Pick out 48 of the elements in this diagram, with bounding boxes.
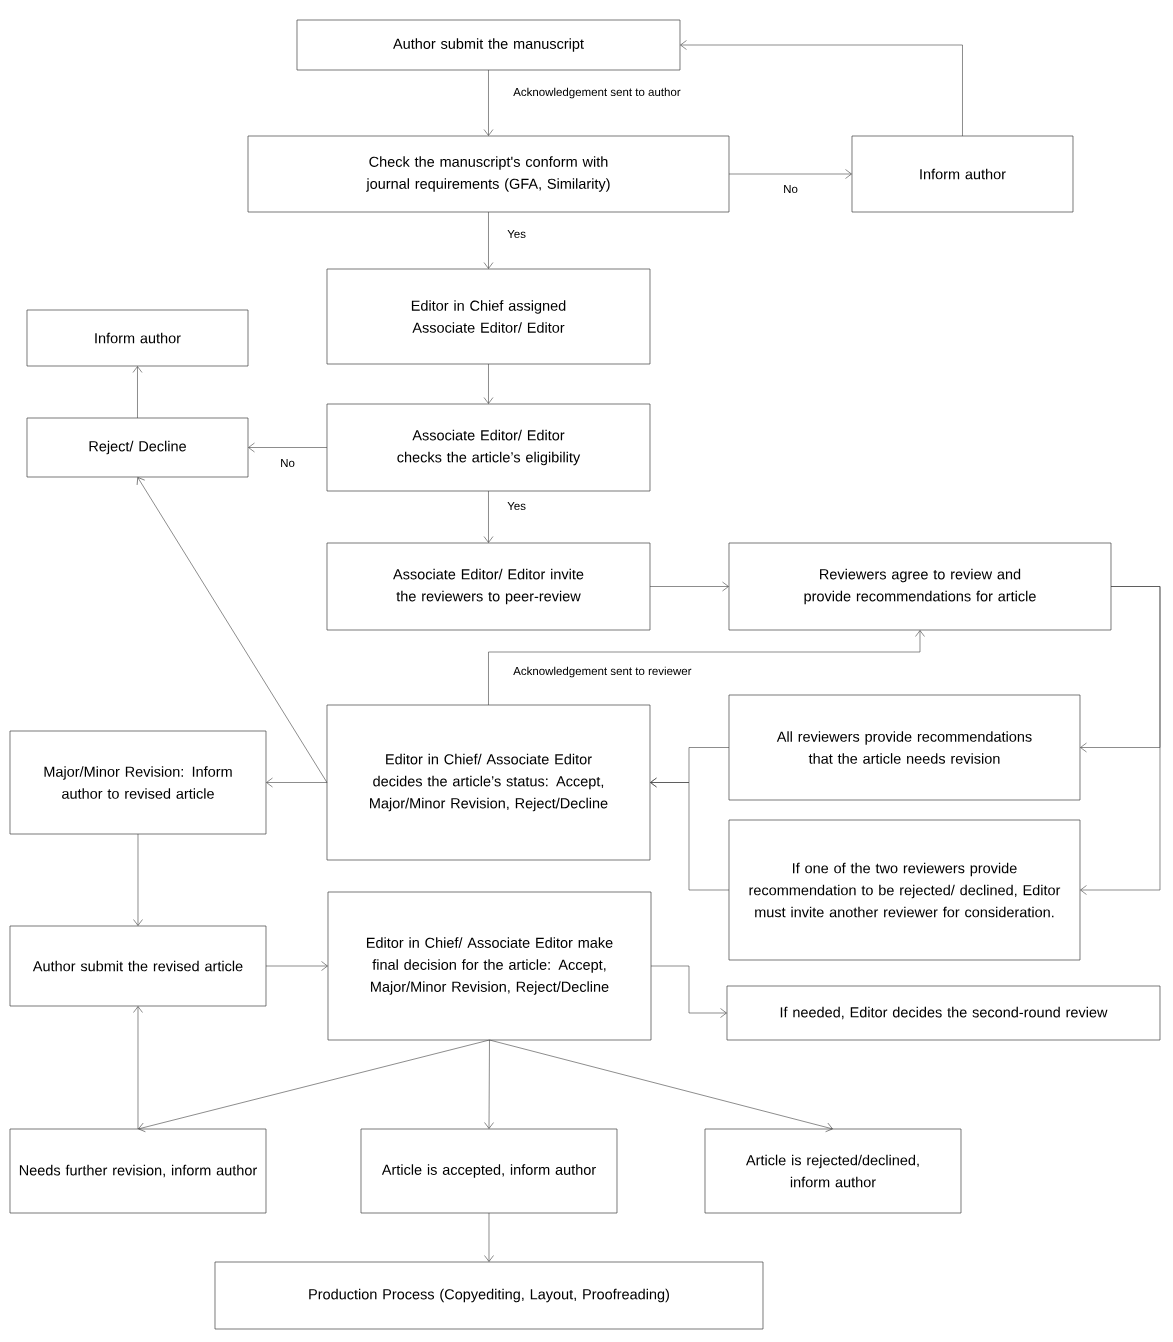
edge-label: No <box>279 458 296 468</box>
process-box: Editor in Chief/ Associate Editor make final decision for the article: Accept, Major/Minor Revision, Reject/Decline <box>327 891 652 1041</box>
arrow <box>484 1039 494 1129</box>
process-box: Author submit the revised article <box>9 925 267 1007</box>
arrow <box>132 366 143 419</box>
process-box: Editor in Chief/ Associate Editor decides the article’s status: Accept, Major/Minor Revision, Reject/Decline <box>326 704 651 861</box>
arrow <box>133 833 143 926</box>
process-box: If one of the two reviewers provide recommendation to be rejected/ declined, Editor must invite another reviewer for consideration. <box>728 819 1081 961</box>
edge-label: No <box>782 184 799 194</box>
arrow <box>488 630 925 706</box>
arrow <box>136 477 328 783</box>
arrow <box>650 965 727 1018</box>
arrow <box>248 442 328 453</box>
arrow <box>728 169 852 179</box>
process-box: Needs further revision, inform author <box>9 1128 267 1214</box>
process-box: Article is accepted, inform author <box>360 1128 618 1214</box>
edge-label: Acknowledgement sent to author <box>512 86 682 100</box>
process-box: Check the manuscript's conform with journal requirements (GFA, Similarity) <box>247 135 730 213</box>
process-box: Production Process (Copyediting, Layout, Proofreading) <box>214 1261 764 1330</box>
arrow <box>133 1006 143 1130</box>
edge-label: Yes <box>506 501 527 511</box>
process-box: Author submit the manuscript <box>296 19 681 71</box>
arrow <box>266 777 328 788</box>
arrow <box>483 69 494 136</box>
edge-label: Yes <box>506 229 527 239</box>
process-box: All reviewers provide recommendations that the article needs revision <box>728 694 1081 801</box>
process-box: Major/Minor Revision: Inform author to revised article <box>9 730 267 835</box>
arrow <box>265 961 328 971</box>
process-box: Reject/ Decline <box>26 417 249 478</box>
arrow <box>484 1212 494 1262</box>
arrow <box>483 363 494 404</box>
process-box: Associate Editor/ Editor invite the reviewers to peer-review <box>326 542 651 631</box>
process-box: Reviewers agree to review and provide recommendations for article <box>728 542 1112 631</box>
edge-label: Acknowledgement sent to reviewer <box>512 665 693 679</box>
arrow <box>650 777 730 891</box>
arrow <box>138 1039 490 1133</box>
arrow <box>1080 586 1161 895</box>
process-box: If needed, Editor decides the second-round review <box>726 985 1161 1041</box>
process-box: Inform author <box>26 309 249 367</box>
arrow <box>649 581 729 592</box>
arrow <box>483 490 494 543</box>
arrow <box>680 40 963 137</box>
process-box: Inform author <box>851 135 1074 213</box>
process-box: Editor in Chief assigned Associate Editor/ Editor <box>326 268 651 365</box>
process-box: Associate Editor/ Editor checks the article’s eligibility <box>326 403 651 492</box>
process-box: Article is rejected/declined, inform author <box>704 1128 962 1214</box>
arrow <box>489 1039 833 1133</box>
arrow <box>483 211 494 269</box>
